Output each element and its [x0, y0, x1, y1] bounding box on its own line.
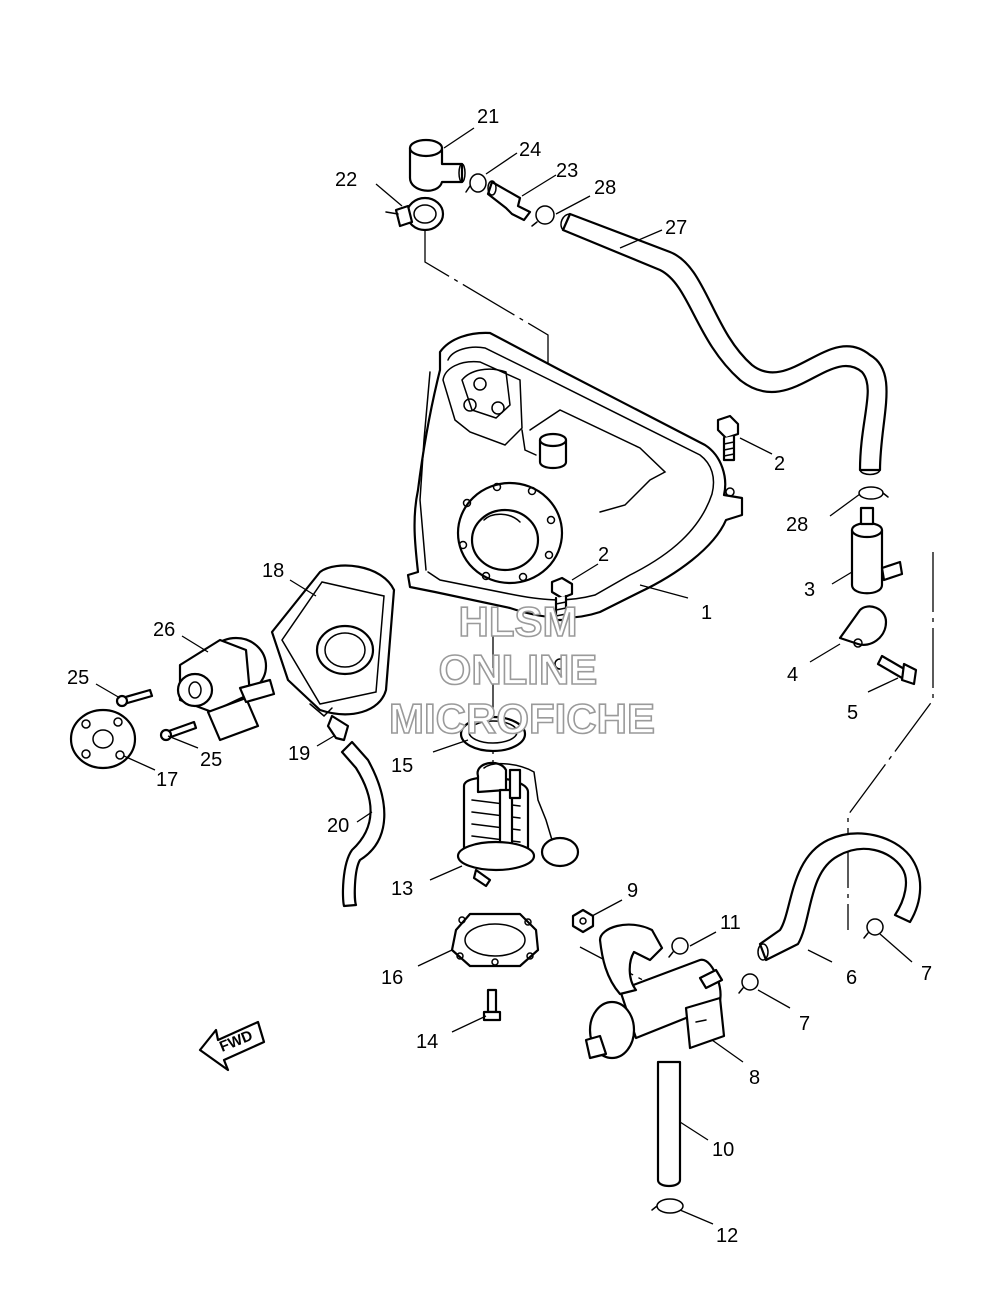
- callout-19: 19: [288, 743, 310, 765]
- callout-15: 15: [391, 755, 413, 777]
- fuel-hose: [757, 832, 922, 962]
- flange-bolt: [571, 908, 595, 934]
- hose-clamp-a: [863, 918, 884, 939]
- hose-clamp-c: [651, 1198, 684, 1214]
- callout-25: 25: [200, 749, 222, 771]
- callout-28: 28: [594, 177, 616, 199]
- vent-hose: [560, 212, 888, 476]
- callout-2: 2: [774, 453, 785, 475]
- callout-24: 24: [519, 139, 541, 161]
- callout-labels: 1 2 2 3 4 5 6 7 7 8 9 10 11 12 13 14 15 …: [67, 106, 932, 1247]
- callout-26: 26: [153, 619, 175, 641]
- callout-12: 12: [716, 1225, 738, 1247]
- callout-5: 5: [847, 702, 858, 724]
- tank-bolt-center: [550, 576, 574, 670]
- fwd-arrow: FWD: [198, 1020, 266, 1072]
- callout-22: 22: [335, 169, 357, 191]
- callout-21: 21: [477, 106, 499, 128]
- callout-14: 14: [416, 1031, 438, 1053]
- callout-25: 25: [67, 667, 89, 689]
- callout-6: 6: [846, 967, 857, 989]
- hose-clamp-lower: [858, 486, 889, 500]
- callout-3: 3: [804, 579, 815, 601]
- callout-11: 11: [720, 912, 741, 934]
- callout-7: 7: [799, 1013, 810, 1035]
- tank-bolt-right: [716, 414, 740, 462]
- cap-screw-lower: [159, 720, 198, 742]
- callout-2: 2: [598, 544, 609, 566]
- pressure-regulator: [584, 923, 726, 1060]
- callout-28: 28: [786, 514, 808, 536]
- callout-13: 13: [391, 878, 413, 900]
- hose-joint: [326, 714, 350, 742]
- filler-cover: [270, 564, 396, 718]
- cap-cover: [69, 708, 137, 770]
- hose-clamp-upper: [531, 205, 555, 227]
- retainer-plate: [450, 912, 540, 968]
- plate-screw: [482, 988, 502, 1022]
- callout-18: 18: [262, 560, 284, 582]
- callout-23: 23: [556, 160, 578, 182]
- hose-clamp-b: [738, 973, 759, 994]
- callout-4: 4: [787, 664, 798, 686]
- callout-27: 27: [665, 217, 687, 239]
- callout-7: 7: [921, 963, 932, 985]
- callout-1: 1: [701, 602, 712, 624]
- watermark: HLSM ONLINE MICROFICHE: [388, 597, 656, 743]
- tank-cap-assembly: [176, 636, 276, 742]
- holder-screw: [876, 654, 918, 686]
- filter-holder: [838, 605, 888, 648]
- hose-clamp-d: [668, 937, 689, 958]
- fuel-filter: [850, 506, 904, 595]
- watermark-line-1: HLSM: [459, 598, 578, 645]
- callout-10: 10: [712, 1139, 734, 1161]
- band-clamp: [385, 196, 445, 232]
- callout-8: 8: [749, 1067, 760, 1089]
- pump-gasket: [459, 715, 527, 753]
- watermark-line-2: ONLINE: [439, 646, 598, 693]
- watermark-line-3: MICROFICHE: [389, 695, 655, 742]
- rubber-cap: [408, 138, 466, 192]
- callout-9: 9: [627, 880, 638, 902]
- fuel-pump-assembly: [456, 761, 580, 888]
- callout-16: 16: [381, 967, 403, 989]
- callout-17: 17: [156, 769, 178, 791]
- drain-hose: [340, 740, 386, 908]
- callout-20: 20: [327, 815, 349, 837]
- return-hose: [656, 1060, 682, 1188]
- joint-fitting: [486, 180, 532, 222]
- cap-screw-upper: [115, 688, 154, 708]
- hose-clamp-small: [465, 173, 487, 193]
- callout-leaders: [95, 127, 913, 1225]
- fuel-tank: [406, 331, 744, 619]
